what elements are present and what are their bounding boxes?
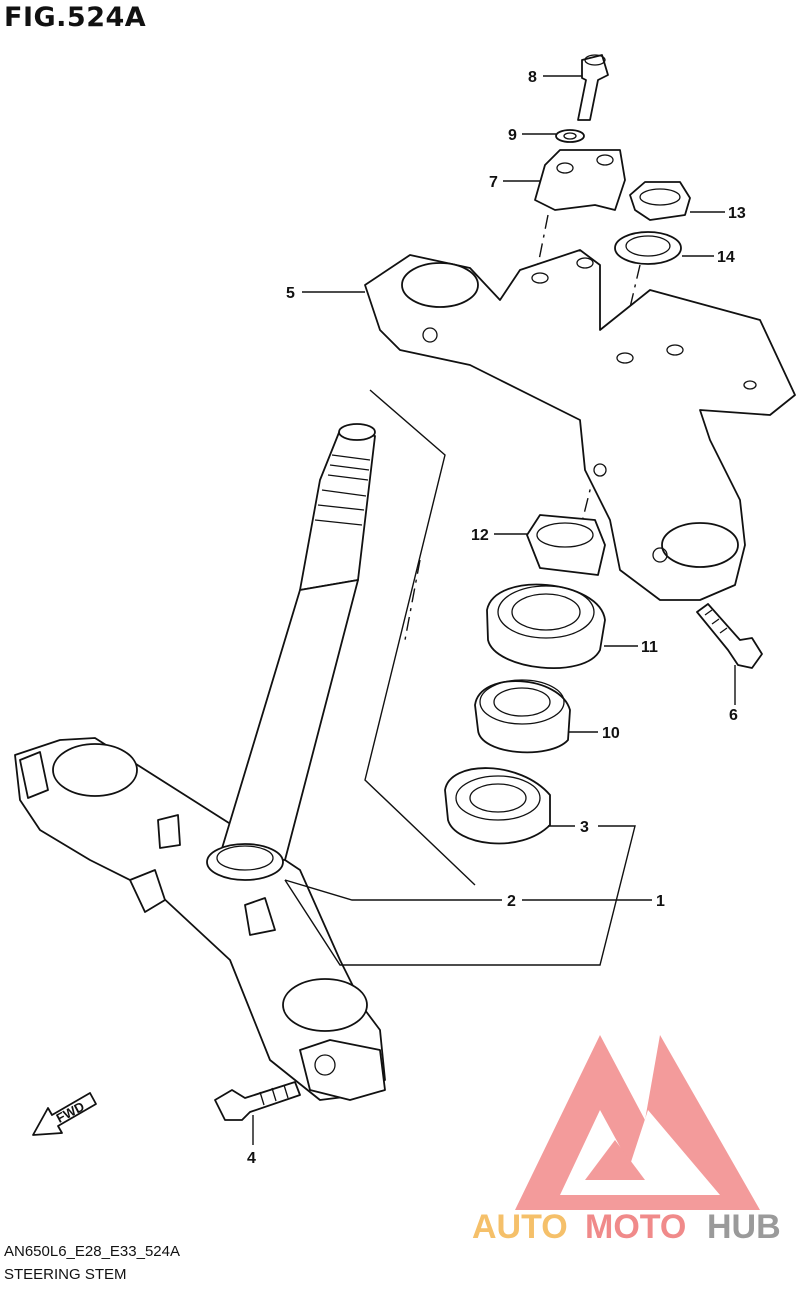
- stem-head-nut-icon: [629, 181, 691, 221]
- upper-clamp-bolt-icon: [696, 603, 763, 669]
- callout-3: 3: [580, 819, 589, 836]
- watermark-auto: AUTO: [472, 1208, 568, 1246]
- steering-stem-lower-bracket-icon: [14, 423, 386, 1101]
- lock-washer-icon: [555, 129, 585, 143]
- dust-seal-icon: [206, 843, 284, 881]
- handlebar-holder-icon: [534, 149, 626, 211]
- watermark-logo-icon: [515, 1035, 760, 1210]
- figure-model-code: AN650L6_E28_E33_524A: [4, 1243, 180, 1260]
- lower-bearing-icon: [444, 767, 551, 845]
- fwd-arrow-icon: FWD: [32, 1092, 97, 1136]
- callout-1: 1: [656, 893, 665, 910]
- stem-washer-icon: [614, 231, 682, 265]
- callout-leaders: [252, 75, 736, 1145]
- watermark-moto: MOTO: [585, 1208, 686, 1246]
- callout-11: 11: [641, 639, 658, 656]
- callout-9: 9: [508, 127, 517, 144]
- callout-numbers: 8 9 7 13 14 5 12 11 6 10 3 2 1 4: [247, 69, 746, 1167]
- upper-bracket-icon: [364, 249, 796, 601]
- watermark-text: AUTO MOTO HUB: [472, 1208, 781, 1246]
- callout-10: 10: [602, 725, 620, 742]
- holder-bolt-icon: [577, 54, 609, 121]
- callout-8: 8: [528, 69, 537, 86]
- callout-12: 12: [471, 527, 489, 544]
- fwd-label: FWD: [54, 1099, 87, 1126]
- stem-lock-nut-icon: [526, 514, 606, 576]
- bearing-seal-icon: [486, 583, 606, 669]
- callout-14: 14: [717, 249, 735, 266]
- watermark-hub: HUB: [707, 1208, 781, 1246]
- callout-2: 2: [507, 893, 516, 910]
- lower-clamp-bolt-icon: [214, 1081, 301, 1121]
- figure-name: STEERING STEM: [4, 1266, 127, 1283]
- callout-5: 5: [286, 285, 295, 302]
- figure-title: FIG.524A: [4, 2, 147, 33]
- callout-7: 7: [489, 174, 498, 191]
- callout-4: 4: [247, 1150, 256, 1167]
- callout-6: 6: [729, 707, 738, 724]
- callout-13: 13: [728, 205, 746, 222]
- upper-bearing-icon: [474, 679, 571, 754]
